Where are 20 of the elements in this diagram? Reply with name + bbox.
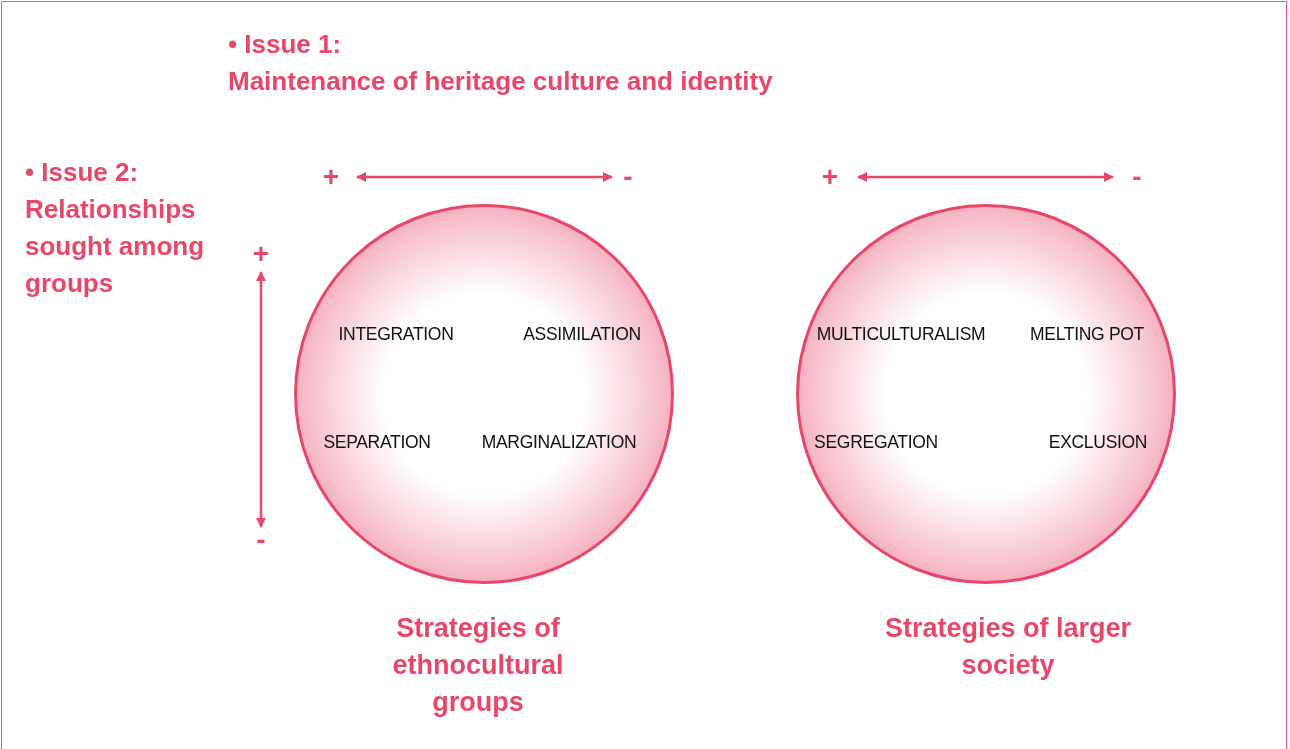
plus-sign: + (252, 240, 270, 268)
strategy-label: SEPARATION (323, 431, 431, 453)
strategy-label: MULTICULTURALISM (816, 323, 986, 345)
strategy-label: EXCLUSION (1048, 431, 1148, 453)
minus-sign: - (623, 163, 633, 191)
plus-sign: + (322, 163, 340, 191)
circle-caption: Strategies of larger society (883, 612, 1133, 682)
circle-caption: Strategies of ethnocultural groups (391, 612, 565, 719)
minus-sign: - (1132, 163, 1142, 191)
strategy-label: SEGREGATION (814, 431, 938, 453)
issue-heading: • Issue 2: (25, 156, 139, 189)
plus-sign: + (821, 163, 839, 191)
strategy-label: MELTING POT (1030, 323, 1144, 345)
axis-title: Relationships sought among groups (25, 193, 206, 300)
issue-heading: • Issue 1: (228, 28, 342, 61)
strategy-label: MARGINALIZATION (481, 431, 637, 453)
strategy-label: ASSIMILATION (523, 323, 641, 345)
minus-sign: - (256, 526, 266, 554)
strategy-label: INTEGRATION (338, 323, 454, 345)
axis-title: Maintenance of heritage culture and identity (228, 65, 773, 98)
